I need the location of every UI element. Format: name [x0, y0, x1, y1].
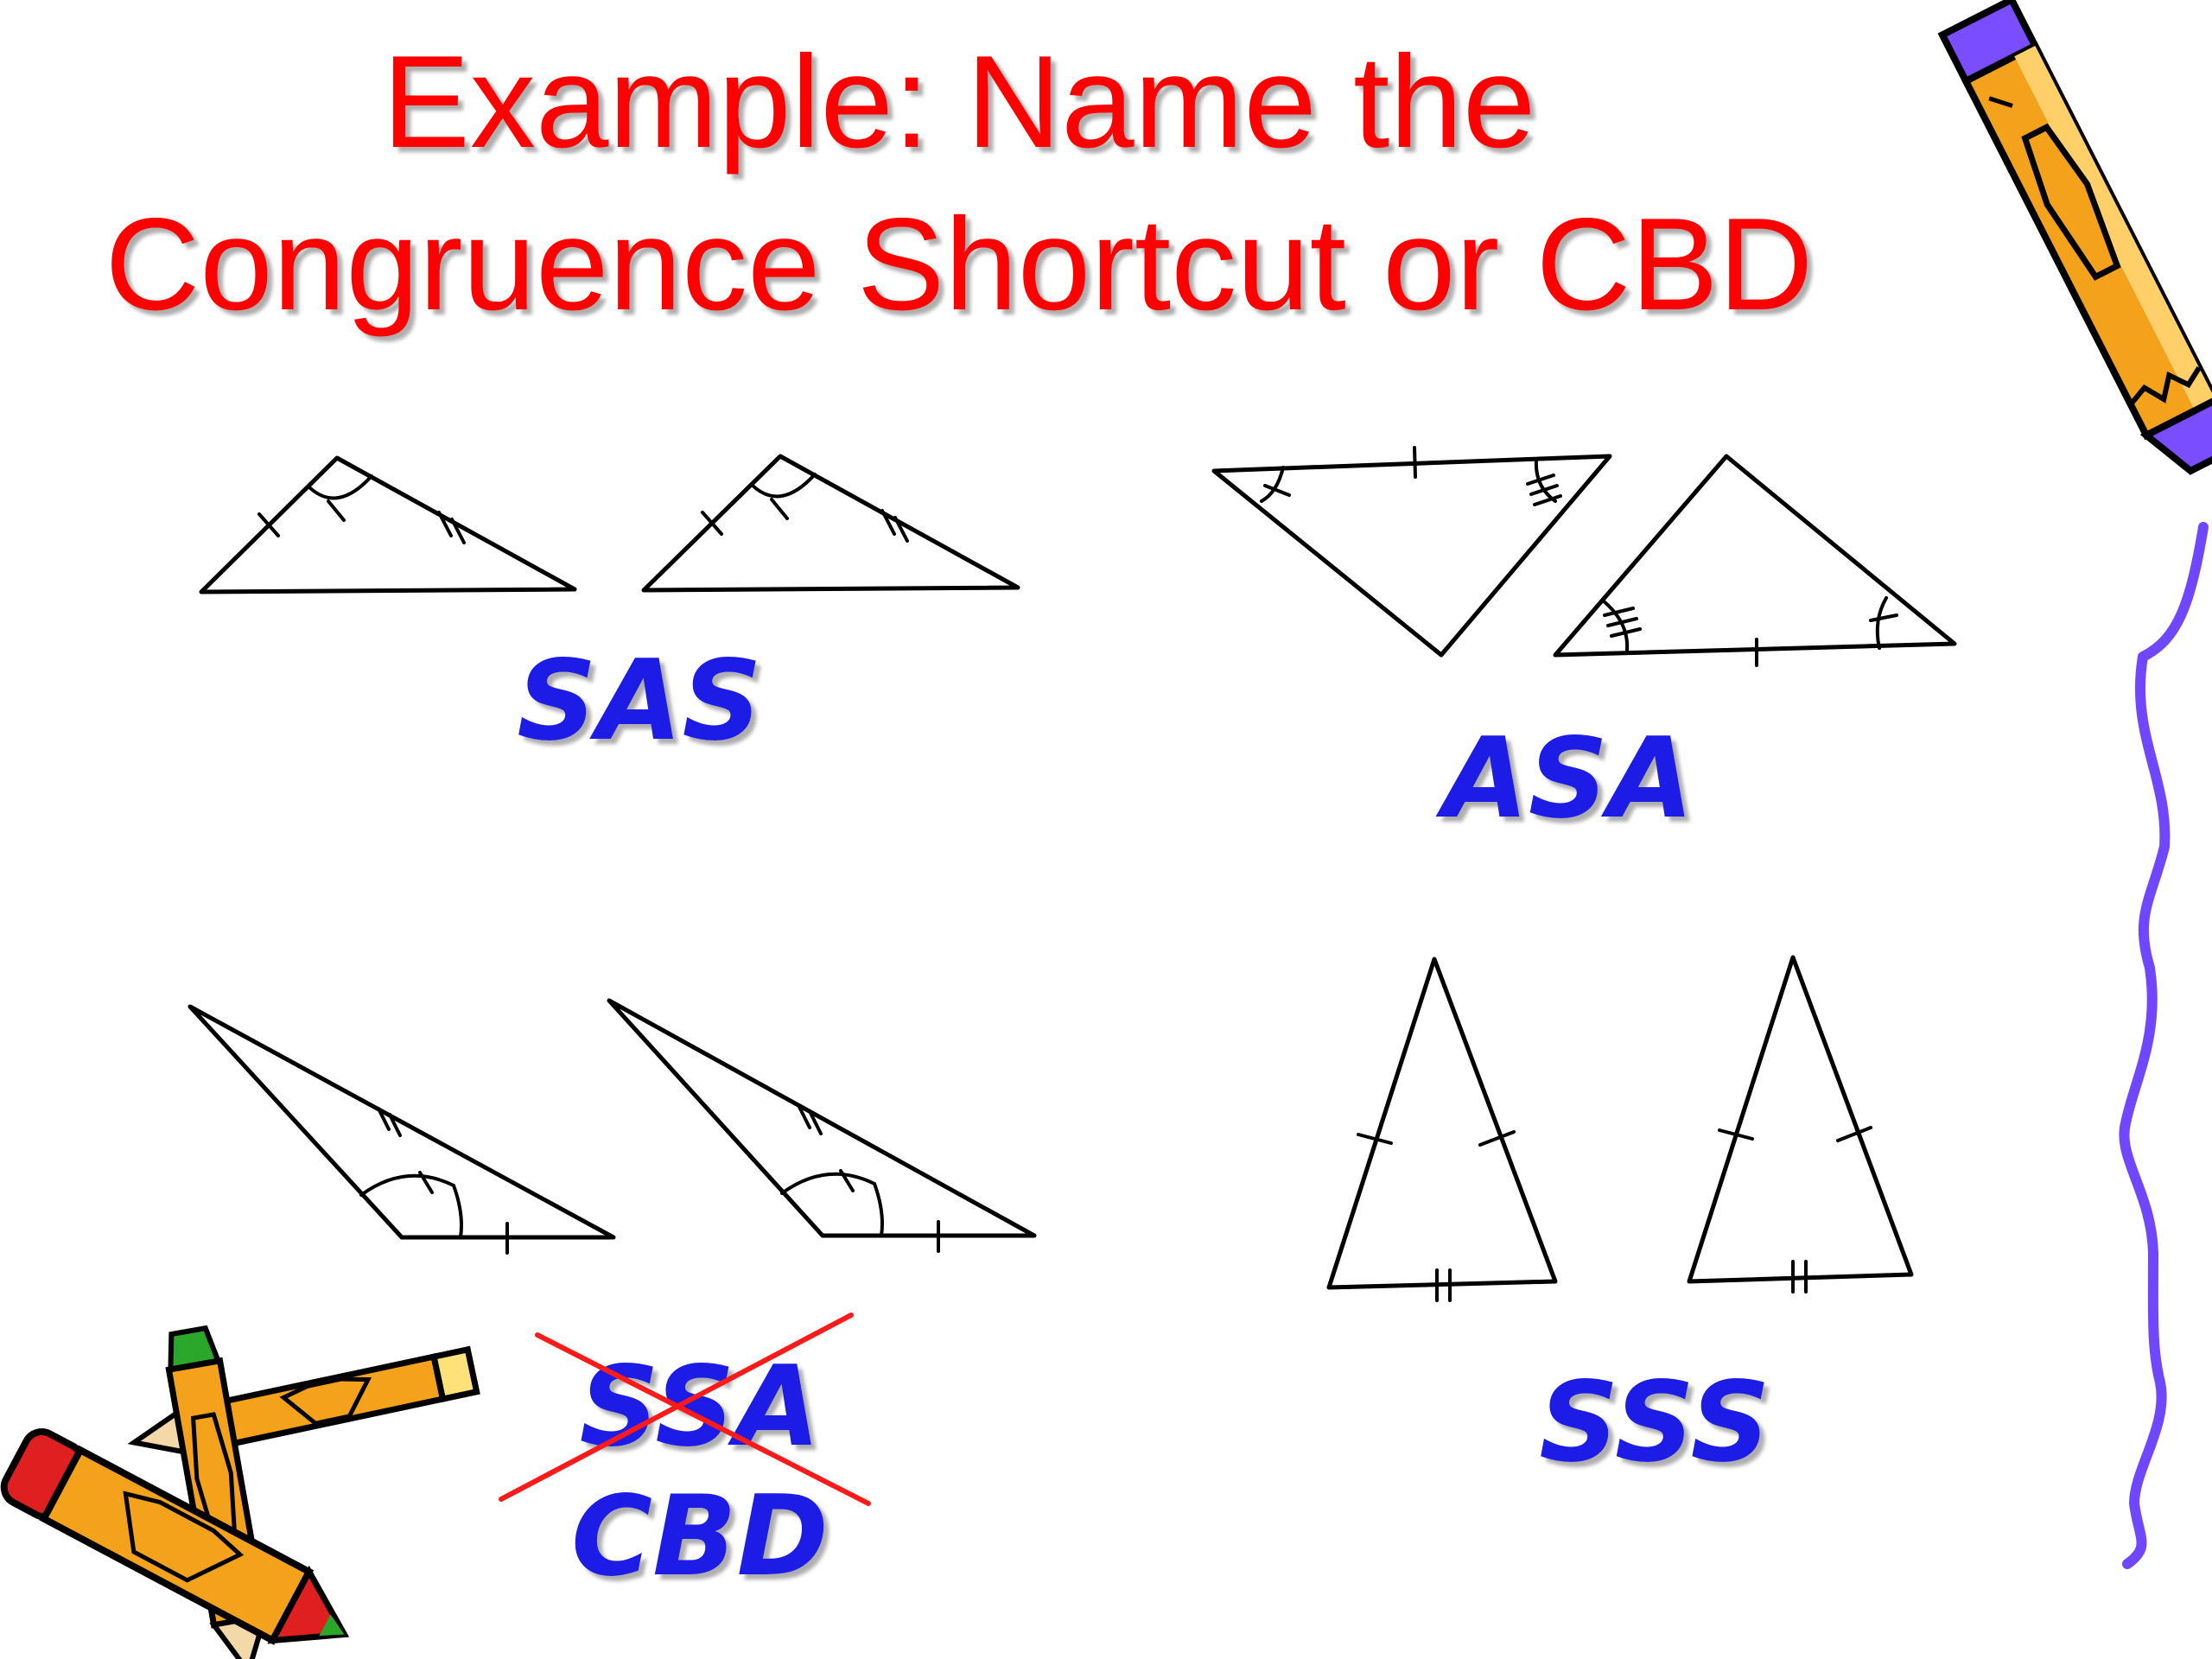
answer-sas: SAS	[517, 637, 761, 766]
answer-asa: ASA	[1435, 715, 1694, 843]
sss-triangles	[1326, 955, 1914, 1302]
title-line-1: Example: Name the	[383, 29, 1536, 175]
answer-sss: SSS	[1539, 1358, 1770, 1487]
answer-cbd: CBD	[571, 1472, 829, 1601]
answer-ssa-crossed: SSA	[580, 1343, 821, 1471]
sas-angle-arc-2	[750, 473, 817, 499]
sas-triangle-1	[199, 455, 577, 594]
cross-out-mark	[499, 1313, 871, 1506]
pencil-icon-top-right	[1937, 0, 2212, 475]
ssa-triangles	[188, 998, 1037, 1255]
asa-triangles	[1211, 446, 1957, 667]
ssa-triangle-1	[188, 1004, 616, 1240]
sas-angle-arc-1	[307, 474, 373, 500]
ssa-triangle-2	[607, 998, 1037, 1238]
sss-triangle-1	[1326, 957, 1558, 1290]
sas-triangles	[199, 454, 1020, 594]
asa-triangle-1	[1211, 454, 1612, 658]
squiggle-line-right	[2119, 522, 2209, 1569]
sas-triangle-2	[641, 454, 1020, 593]
pencils-icon-bottom-left	[0, 1325, 480, 1659]
sss-triangle-2	[1687, 955, 1914, 1284]
slide-title: Example: Name the Congruence Shortcut or…	[105, 29, 1814, 338]
title-line-2: Congruence Shortcut or CBD	[105, 191, 1814, 338]
